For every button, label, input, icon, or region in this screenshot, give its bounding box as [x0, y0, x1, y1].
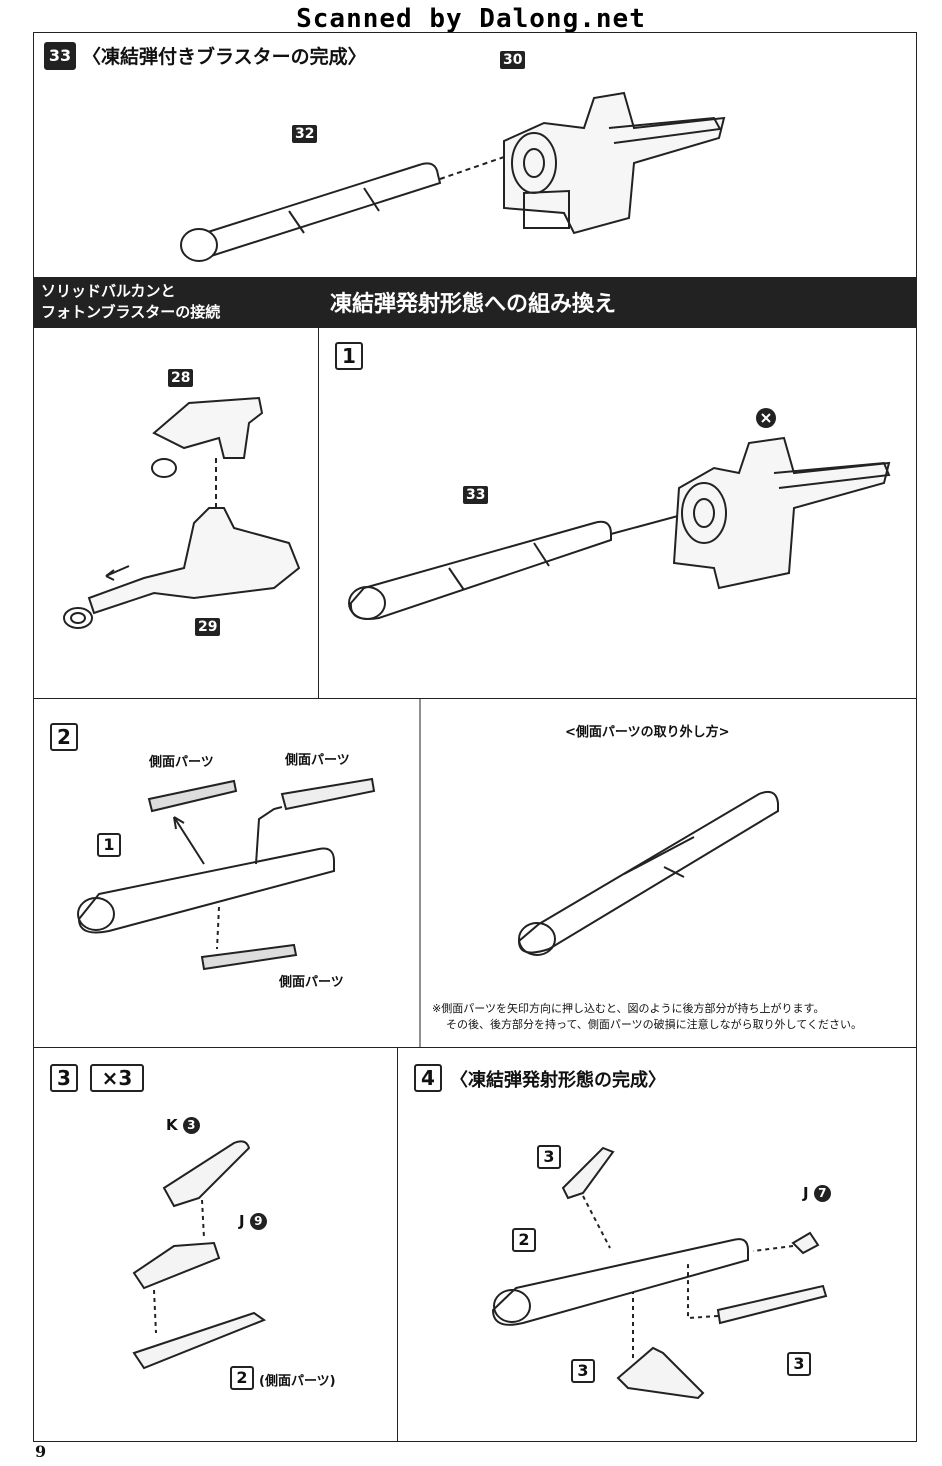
step4-j-letter: J: [803, 1184, 809, 1202]
step33-number: 33: [44, 42, 76, 70]
connect-illustration: [63, 396, 301, 629]
convert-panel: 1 33: [318, 327, 917, 699]
step3-part-2: 2: [230, 1366, 254, 1390]
step3-part-k: K 3: [166, 1116, 200, 1134]
step2-part-1: 1: [97, 833, 121, 857]
step33-title: 〈凍結弾付きブラスターの完成〉: [82, 46, 367, 68]
step4-part-3a: 3: [537, 1145, 561, 1169]
part-33-tag: 33: [463, 486, 489, 504]
convert-heading: 凍結弾発射形態への組み換え: [330, 292, 617, 317]
step4-panel: 4 〈凍結弾発射形態の完成〉 3 2 J 7 3 3: [397, 1047, 917, 1442]
convert-illustration: [348, 408, 891, 620]
step4-j-num: 7: [813, 1185, 831, 1202]
connect-heading: ソリッドバルカンと フォトンブラスターの接続: [41, 282, 221, 321]
connect-panel: 28 29: [33, 327, 319, 699]
step3-multiplier: ×3: [90, 1064, 144, 1092]
step2-number: 2: [50, 723, 78, 751]
step4-illustration: [491, 1146, 828, 1400]
part-30-tag: 30: [500, 51, 526, 69]
step4-number: 4: [414, 1064, 442, 1092]
step4-part-2: 2: [512, 1228, 536, 1252]
removal-note-2: その後、後方部分を持って、側面パーツの破損に注意しながら取り外してください。: [446, 1018, 863, 1031]
removal-title: <側面パーツの取り外し方>: [565, 725, 730, 740]
convert-heading-bar: 凍結弾発射形態への組み換え: [318, 278, 917, 327]
part-28-tag: 28: [168, 369, 194, 387]
scan-watermark: Scanned by Dalong.net: [296, 4, 646, 34]
step33-panel: 33 〈凍結弾付きブラスターの完成〉 32 30: [33, 32, 917, 278]
step4-part-3c: 3: [571, 1359, 595, 1383]
side-parts-label-1: 側面パーツ: [149, 755, 214, 770]
step4-part-3b: 3: [787, 1352, 811, 1376]
j-letter: J: [239, 1212, 245, 1230]
step3-number: 3: [50, 1064, 78, 1092]
step3-illustration: [132, 1140, 267, 1370]
part-29-tag: 29: [195, 618, 221, 636]
step3-part-label: (側面パーツ): [259, 1374, 336, 1389]
side-parts-label-2: 側面パーツ: [285, 753, 350, 768]
connect-heading-bar: ソリッドバルカンと フォトンブラスターの接続: [33, 278, 318, 327]
removal-note-1: ※側面パーツを矢印方向に押し込むと、図のように後方部分が持ち上がります。: [432, 1002, 825, 1015]
k-num: 3: [182, 1117, 200, 1134]
part-32-tag: 32: [292, 125, 318, 143]
step3-part-j: J 9: [239, 1212, 267, 1230]
step2-illustration: [77, 699, 779, 1047]
step4-title: 〈凍結弾発射形態の完成〉: [450, 1070, 666, 1091]
j-num: 9: [249, 1213, 267, 1230]
convert-step-number: 1: [335, 342, 363, 370]
step2-panel: 2 側面パーツ 側面パーツ 側面パーツ 1 <側面パーツの取り外し方> ※側面パ…: [33, 698, 917, 1048]
k-letter: K: [166, 1116, 178, 1134]
page-number: 9: [35, 1442, 47, 1461]
step4-part-j: J 7: [803, 1184, 831, 1202]
step33-illustration: [180, 91, 726, 262]
step3-panel: 3 ×3 K 3 J 9 2 (側面パーツ): [33, 1047, 398, 1442]
side-parts-label-3: 側面パーツ: [279, 975, 344, 990]
